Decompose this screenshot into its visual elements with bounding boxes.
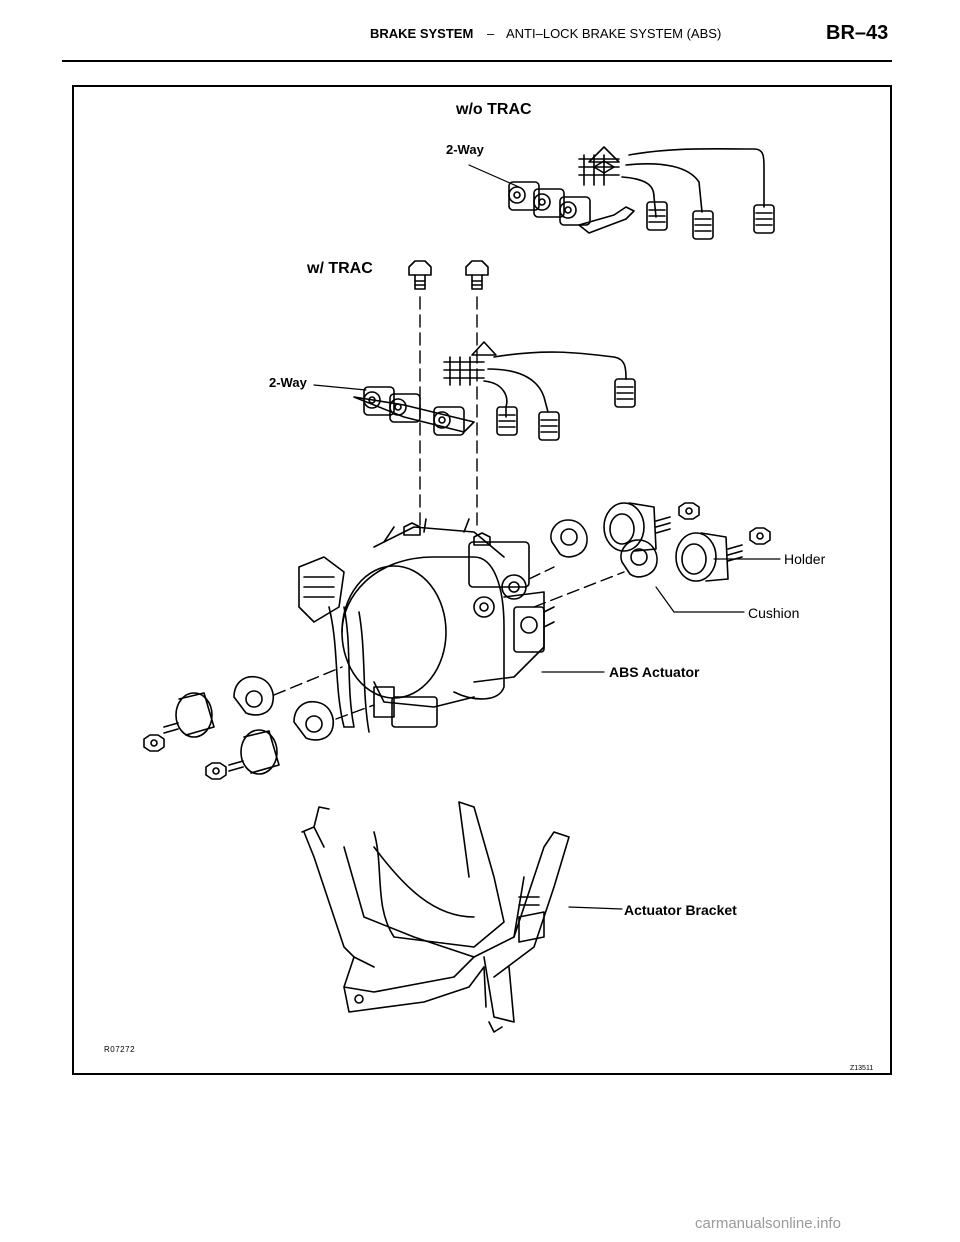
left-mounts-icon — [143, 675, 334, 780]
label-2-way-top: 2-Way — [446, 142, 484, 157]
label-actuator-bracket: Actuator Bracket — [624, 902, 737, 918]
bracket-drawing — [301, 801, 570, 1033]
two-way-valve-mid-icon — [313, 341, 636, 441]
two-way-valve-top-icon — [468, 146, 775, 240]
header-section: BRAKE SYSTEM — [370, 26, 474, 41]
abs-actuator-drawing — [298, 518, 555, 733]
exploded-diagram-drawing — [143, 146, 781, 1033]
label-w-trac: w/ TRAC — [307, 260, 373, 277]
page-number: BR–43 — [826, 22, 889, 44]
figure-code: R07272 — [104, 1045, 136, 1054]
label-holder: Holder — [784, 551, 826, 567]
header-subsection: ANTI–LOCK BRAKE SYSTEM (ABS) — [506, 26, 722, 41]
watermark: carmanualsonline.info — [695, 1215, 841, 1232]
holder-icon — [603, 502, 771, 582]
header-dash: – — [487, 26, 495, 41]
bolt-icon — [408, 260, 489, 290]
label-abs-actuator: ABS Actuator — [609, 664, 700, 680]
header-rule — [62, 60, 892, 62]
drawing-code: Z13511 — [850, 1065, 874, 1072]
label-cushion: Cushion — [748, 605, 800, 621]
exploded-diagram-figure: w/o TRAC 2-Way w/ TRAC 2-Way Holder Cush… — [72, 85, 892, 1075]
label-wo-trac: w/o TRAC — [456, 101, 532, 118]
cushion-icon — [550, 519, 658, 578]
label-2-way-mid: 2-Way — [269, 375, 307, 390]
